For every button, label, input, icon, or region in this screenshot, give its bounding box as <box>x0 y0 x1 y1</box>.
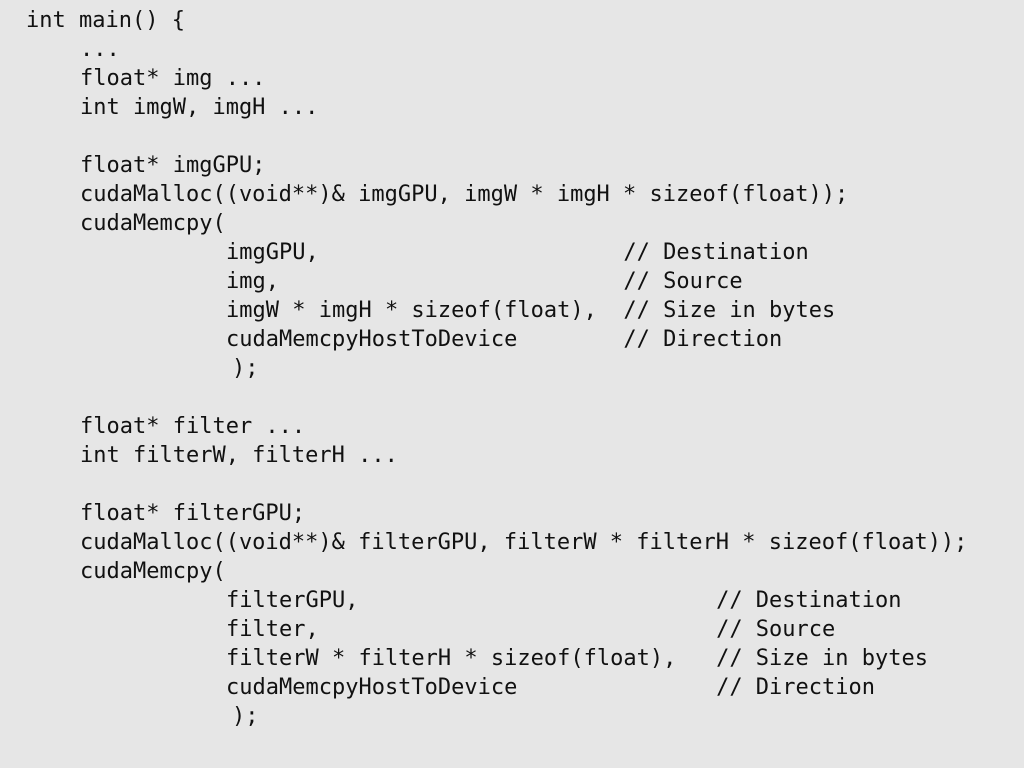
code-line: float* img ... <box>80 66 266 91</box>
code-line: imgW * imgH * sizeof(float), // Size in … <box>226 298 836 323</box>
code-line: ); <box>232 704 259 729</box>
code-line: cudaMemcpyHostToDevice // Direction <box>226 327 783 352</box>
code-line: float* filterGPU; <box>80 501 306 526</box>
code-line: float* filter ... <box>80 414 306 439</box>
code-line: float* imgGPU; <box>80 153 266 178</box>
code-line: imgGPU, // Destination <box>226 240 809 265</box>
code-line: cudaMalloc((void**)& imgGPU, imgW * imgH… <box>80 182 849 207</box>
code-line: cudaMemcpy( <box>80 559 226 584</box>
code-line: filter, // Source <box>226 617 836 642</box>
code-line: filterGPU, // Destination <box>226 588 902 613</box>
code-line: int filterW, filterH ... <box>80 443 398 468</box>
code-line: cudaMemcpyHostToDevice // Direction <box>226 675 876 700</box>
code-line: int imgW, imgH ... <box>80 95 319 120</box>
code-line: int main() { <box>26 8 185 33</box>
code-line: ); <box>232 356 259 381</box>
code-line: ... <box>80 37 120 62</box>
code-line: cudaMemcpy( <box>80 211 226 236</box>
code-line: img, // Source <box>226 269 743 294</box>
code-line: cudaMalloc((void**)& filterGPU, filterW … <box>80 530 968 555</box>
code-line: filterW * filterH * sizeof(float), // Si… <box>226 646 928 671</box>
